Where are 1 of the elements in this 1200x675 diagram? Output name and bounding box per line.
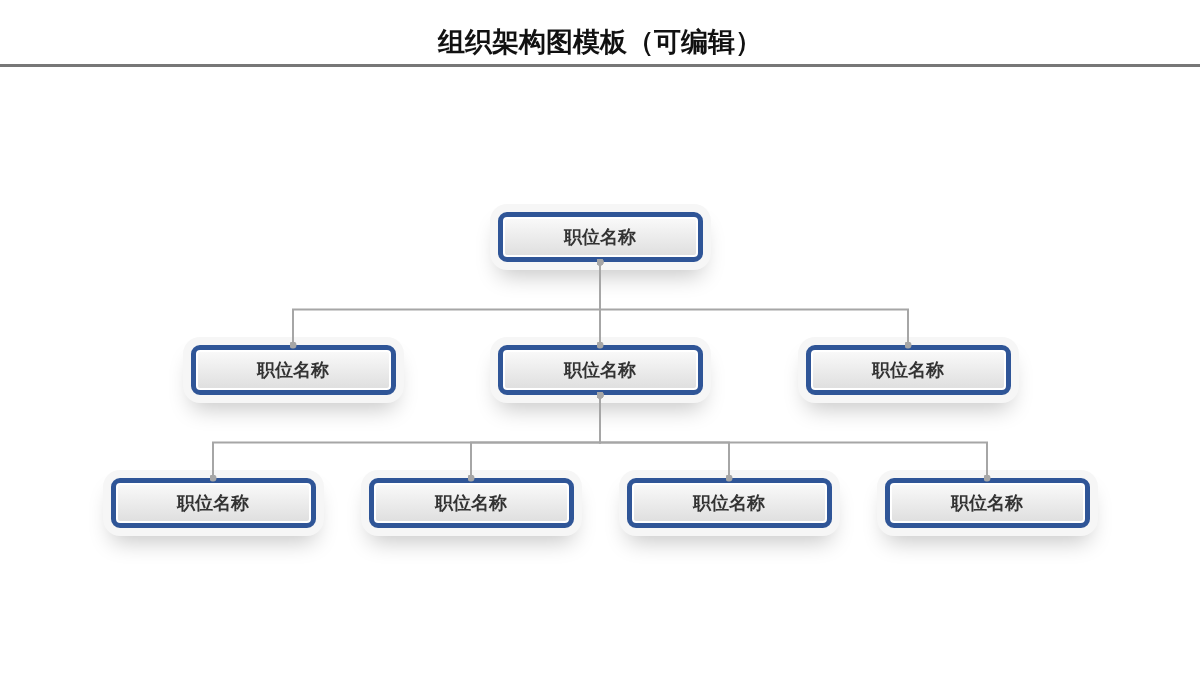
title: 组织架构图模板（可编辑） [438,26,762,57]
